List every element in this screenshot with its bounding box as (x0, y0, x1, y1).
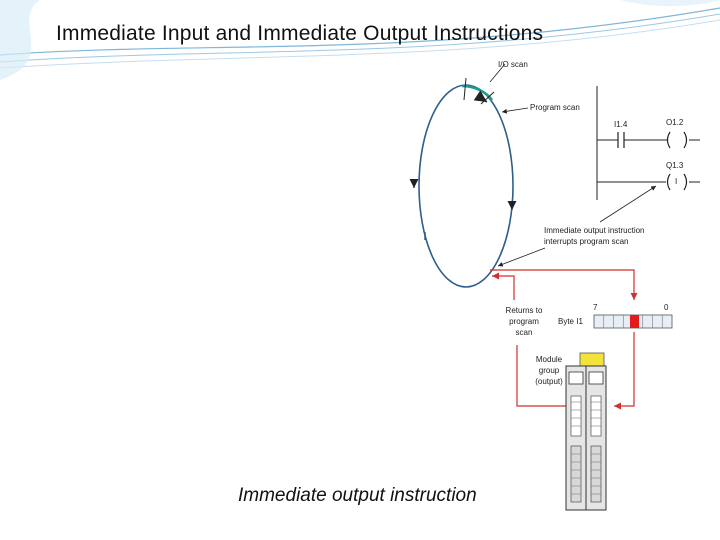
figure-caption: Immediate output instruction (238, 485, 477, 506)
output-module-image (565, 352, 607, 511)
ladder-rung-2 (597, 173, 700, 223)
returns-label-line1: Returns to (505, 306, 543, 315)
returns-label-line2: program (509, 317, 539, 326)
contact-label: I1.4 (614, 120, 628, 129)
bit-high-label: 7 (593, 303, 598, 312)
highlighted-bit (630, 315, 639, 328)
slide-title: Immediate Input and Immediate Output Ins… (56, 22, 544, 45)
scan-cycle-ellipse (418, 84, 514, 288)
coil2-label: Q1.3 (666, 161, 684, 170)
module-label-line2: group (538, 366, 560, 375)
byte-label: Byte I1 (558, 317, 583, 326)
coil1-label: O1.2 (666, 118, 684, 127)
byte-register (593, 314, 673, 329)
interrupt-label-line1: Immediate output instruction (544, 226, 645, 235)
io-scan-label: I/O scan (498, 60, 528, 69)
immediate-output-flow (490, 269, 638, 410)
returns-label-line3: scan (515, 328, 533, 337)
module-label-line1: Module (535, 355, 563, 364)
bit-low-label: 0 (664, 303, 669, 312)
coil2-symbol: I (675, 177, 678, 186)
interrupt-label-line2: interrupts program scan (544, 237, 629, 246)
ladder-rung-1 (596, 86, 700, 200)
program-scan-label: Program scan (530, 103, 580, 112)
module-label-line3: (output) (535, 377, 563, 386)
